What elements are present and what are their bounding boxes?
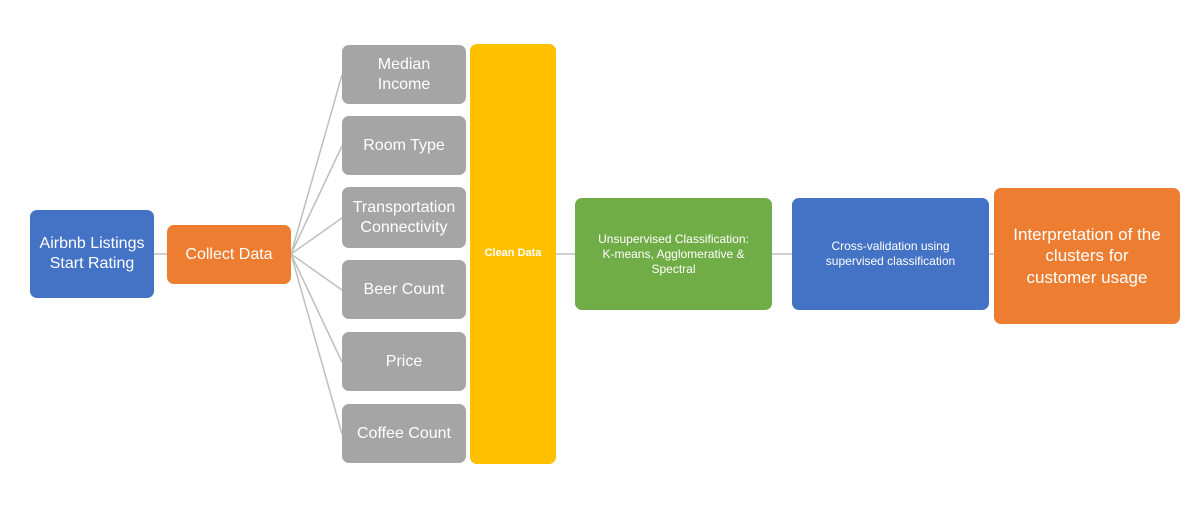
median-income-line-1: Median	[377, 55, 431, 73]
airbnb-listings-node: Airbnb Listings Start Rating	[30, 210, 154, 298]
median-income-line-2: Income	[377, 75, 431, 93]
connector-collect-room-type	[290, 145, 343, 255]
price-label: Price	[385, 352, 423, 370]
collect-data-node: Collect Data	[167, 225, 291, 284]
unsupervised-line-1: Unsupervised Classification:	[598, 231, 749, 246]
room-type-node: Room Type	[342, 116, 466, 175]
connector-collect-transportation	[290, 217, 343, 255]
airbnb-listings-line-1: Airbnb Listings	[39, 235, 145, 252]
transportation-line-2: Connectivity	[360, 218, 448, 236]
interpretation-line-1: Interpretation of the	[1013, 225, 1161, 245]
connector-collect-median-income	[290, 74, 343, 255]
transportation-line-1: Transportation	[352, 198, 456, 216]
price-node: Price	[342, 332, 466, 391]
interpretation-node: Interpretation of the clusters for custo…	[994, 188, 1180, 324]
airbnb-listings-line-2: Start Rating	[49, 255, 135, 272]
clean-data-label: Clean Data	[484, 247, 542, 260]
beer-count-label: Beer Count	[363, 280, 445, 298]
interpretation-line-3: customer usage	[1026, 267, 1148, 287]
crossval-line-1: Cross-validation using	[831, 239, 950, 253]
unsupervised-classification-node: Unsupervised Classification: K-means, Ag…	[575, 198, 772, 310]
coffee-count-node: Coffee Count	[342, 404, 466, 463]
crossval-line-2: supervised classification	[825, 254, 956, 268]
cross-validation-node: Cross-validation using supervised classi…	[792, 198, 989, 310]
transportation-connectivity-node: Transportation Connectivity	[342, 187, 466, 248]
unsupervised-line-3: Spectral	[651, 261, 696, 276]
coffee-count-label: Coffee Count	[357, 424, 451, 442]
connector-collect-price	[290, 253, 343, 363]
unsupervised-line-2: K-means, Agglomerative &	[602, 246, 745, 261]
median-income-node: Median Income	[342, 45, 466, 104]
collect-data-label: Collect Data	[185, 245, 273, 263]
interpretation-line-2: clusters for	[1045, 246, 1129, 266]
connector-collect-coffee-count	[290, 253, 343, 435]
connector-collect-beer-count	[290, 253, 343, 291]
beer-count-node: Beer Count	[342, 260, 466, 319]
room-type-label: Room Type	[363, 136, 445, 154]
clean-data-node: Clean Data	[470, 44, 556, 464]
